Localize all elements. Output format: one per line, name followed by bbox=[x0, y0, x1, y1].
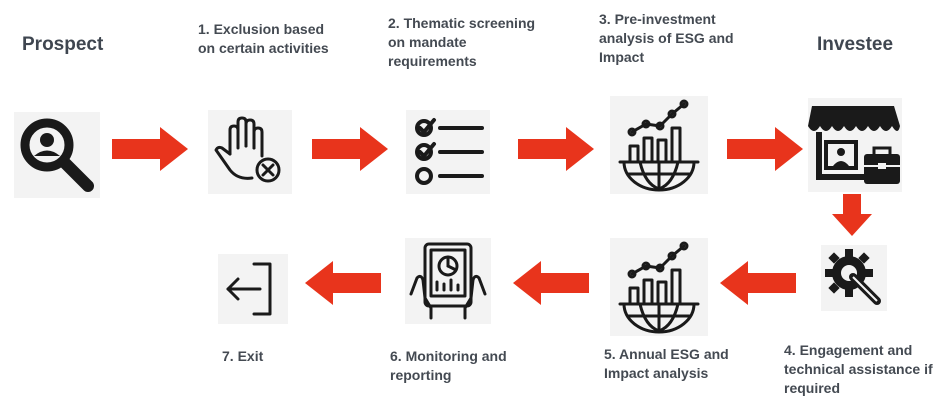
arrow-right-4 bbox=[727, 127, 803, 171]
step-7-label: 7. Exit bbox=[222, 348, 264, 364]
arrow-right-2 bbox=[312, 127, 388, 171]
arrow-left-3 bbox=[305, 261, 381, 305]
checklist-icon bbox=[406, 110, 490, 194]
arrow-right-3 bbox=[518, 127, 594, 171]
magnifier-icon bbox=[14, 112, 100, 198]
prospect-label: Prospect bbox=[22, 34, 104, 55]
arrow-left-1 bbox=[720, 261, 796, 305]
gear-wrench-icon bbox=[821, 245, 887, 311]
arrow-right-1 bbox=[112, 127, 188, 171]
investee-label: Investee bbox=[817, 34, 894, 55]
growth-chart-globe-icon bbox=[610, 238, 708, 336]
arrow-left-2 bbox=[513, 261, 589, 305]
storefront-icon bbox=[808, 98, 902, 192]
arrow-down bbox=[832, 194, 872, 236]
exit-icon bbox=[218, 254, 288, 324]
growth-chart-globe-icon bbox=[610, 96, 708, 194]
tablet-report-icon bbox=[405, 238, 491, 324]
stop-hand-icon bbox=[208, 110, 292, 194]
